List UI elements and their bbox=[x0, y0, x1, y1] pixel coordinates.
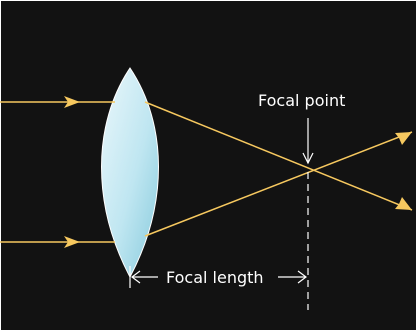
focal-length-label: Focal length bbox=[166, 268, 264, 287]
focal-point-label: Focal point bbox=[258, 91, 345, 110]
